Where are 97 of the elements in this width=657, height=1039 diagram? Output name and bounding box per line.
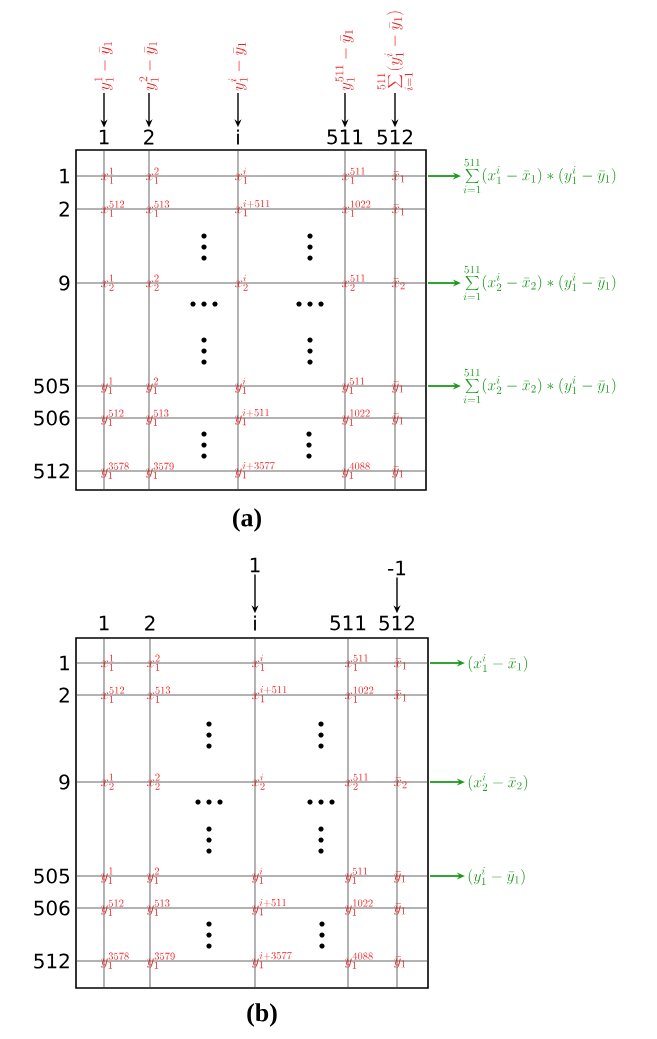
matrix-entry: $\bar{y}_1$	[394, 956, 406, 969]
matrix-entry: $y_1^{4088}$	[342, 462, 370, 479]
matrix-entry: $x_1^{512}$	[101, 686, 125, 703]
matrix-entry: $x_2^{2}$	[146, 274, 159, 291]
matrix-entry: $y_1^{1}$	[101, 867, 113, 884]
matrix-entry: $x_1^{i}$	[235, 167, 248, 184]
matrix-entry: $y_1^{3578}$	[101, 952, 129, 969]
weight-label: -1	[388, 560, 406, 576]
matrix-entry: $\bar{x}_1$	[392, 171, 405, 183]
formula-label: $y_1^{2}-\bar{y}_1$	[139, 41, 159, 91]
matrix-entry: $y_1^{1}$	[101, 377, 113, 394]
matrix-entry: $y_1^{511}$	[345, 867, 368, 884]
row-number: 506	[34, 900, 70, 916]
formula-label: $y_1^{1}-\bar{y}_1$	[94, 41, 114, 91]
matrix-entry: $x_2^{1}$	[101, 274, 114, 291]
matrix-entry: $x_2^{1}$	[101, 773, 114, 790]
matrix-entry: $y_1^{511}$	[342, 377, 365, 394]
formula-label: $\sum_{i=1}^{511}(x_2^{i}-\bar{x}_2)*(y_1^{i}-\bar{y}_1)$	[463, 265, 616, 301]
matrix-entry: $\bar{x}_2$	[394, 777, 407, 789]
matrix-entry: $y_1^{513}$	[146, 409, 169, 426]
panel-label: (b)	[247, 1003, 277, 1027]
matrix-entry: $\bar{x}_2$	[392, 278, 405, 290]
row-number: 2	[59, 687, 69, 703]
matrix-entry: $\bar{x}_1$	[392, 204, 405, 216]
row-number: 9	[59, 774, 70, 790]
matrix-entry: $y_1^{1022}$	[345, 899, 373, 916]
matrix-entry: $\bar{x}_1$	[394, 690, 407, 702]
row-number: 1	[60, 168, 69, 184]
row-number: 9	[59, 275, 70, 291]
matrix-entry: $\bar{x}_1$	[394, 658, 407, 670]
matrix-entry: $x_1^{2}$	[147, 654, 160, 671]
column-number: 1	[99, 129, 109, 145]
matrix-entry: $x_2^{i}$	[252, 773, 265, 790]
row-number: 512	[34, 953, 69, 969]
matrix-entry: $x_1^{512}$	[101, 200, 125, 217]
column-number: i	[254, 615, 256, 631]
panel-label: (a)	[233, 508, 261, 532]
matrix-entry: $x_1^{1}$	[101, 167, 114, 184]
matrix-entry: $y_1^{i}$	[235, 377, 247, 394]
matrix-entry: $x_2^{i}$	[235, 274, 248, 291]
formula-label: $(y_1^{i}-\bar{y}_1)$	[468, 867, 525, 885]
formula-label: $\sum_{i=1}^{511}(x_2^{i}-\bar{x}_2)*(y_1^{i}-\bar{y}_1)$	[463, 368, 616, 404]
matrix-entry: $y_1^{2}$	[146, 377, 158, 394]
matrix-entry: $y_1^{512}$	[101, 899, 124, 916]
matrix-entry: $x_1^{1}$	[101, 654, 114, 671]
column-number: 511	[330, 615, 366, 631]
matrix-entry: $y_1^{513}$	[147, 899, 170, 916]
matrix-entry: $x_2^{2}$	[147, 773, 160, 790]
row-number: 505	[34, 378, 70, 394]
column-number: 2	[145, 615, 155, 631]
column-number: 511	[327, 129, 363, 145]
row-number: 505	[34, 868, 70, 884]
matrix-entry: $x_2^{511}$	[342, 274, 365, 291]
matrix-entry: $x_1^{i+511}$	[252, 686, 287, 703]
matrix-entry: $\bar{y}_1$	[394, 903, 406, 916]
matrix-entry: $x_1^{511}$	[345, 654, 368, 671]
weight-label: 1	[250, 557, 260, 573]
matrix-entry: $x_1^{511}$	[342, 167, 365, 184]
column-number: 1	[99, 615, 109, 631]
matrix-entry: $y_1^{3579}$	[146, 462, 174, 479]
matrix-entry: $\bar{y}_1$	[392, 466, 404, 479]
matrix-entry: $\bar{y}_1$	[394, 871, 406, 884]
matrix-entry: $x_1^{1022}$	[345, 686, 374, 703]
matrix-entry: $y_1^{4088}$	[345, 952, 373, 969]
matrix-entry: $x_1^{513}$	[146, 200, 170, 217]
matrix-entry: $y_1^{3578}$	[101, 462, 129, 479]
matrix-entry: $\bar{y}_1$	[392, 413, 404, 426]
formula-label: $(x_1^{i}-\bar{x}_1)$	[468, 654, 528, 672]
formula-label: $y_1^{511}-\bar{y}_1$	[335, 30, 355, 91]
row-number: 506	[34, 410, 70, 426]
row-number: 2	[59, 201, 69, 217]
matrix-entry: $x_1^{513}$	[147, 686, 171, 703]
matrix-entry: $x_1^{2}$	[146, 167, 159, 184]
matrix-entry: $x_2^{511}$	[345, 773, 368, 790]
matrix-entry: $\bar{y}_1$	[392, 381, 404, 394]
column-number: 512	[379, 615, 414, 631]
matrix-entry: $y_1^{i+3577}$	[235, 461, 275, 479]
matrix-entry: $y_1^{512}$	[101, 409, 124, 426]
formula-label: $\sum_{i=1}^{511}(y_1^{i}-\bar{y}_1)$	[377, 11, 413, 91]
matrix-entry: $y_1^{i+511}$	[235, 409, 269, 426]
column-number: 2	[144, 129, 154, 145]
formula-label: $\sum_{i=1}^{511}(x_1^{i}-\bar{x}_1)*(y_1^{i}-\bar{y}_1)$	[463, 158, 616, 194]
column-number: i	[237, 129, 239, 145]
matrix-entry: $y_1^{i+511}$	[252, 899, 286, 916]
matrix-entry: $y_1^{1022}$	[342, 409, 370, 426]
matrix-entry: $y_1^{3579}$	[147, 952, 175, 969]
column-number: 512	[377, 129, 412, 145]
row-number: 1	[60, 655, 69, 671]
matrix-entry: $y_1^{i}$	[252, 867, 264, 884]
matrix-entry: $x_1^{i+511}$	[235, 200, 270, 217]
formula-label: $y_1^{i}-\bar{y}_1$	[228, 42, 248, 91]
row-number: 512	[34, 463, 69, 479]
matrix-entry: $x_1^{1022}$	[342, 200, 371, 217]
matrix-entry: $x_1^{i}$	[252, 654, 265, 671]
matrix-entry: $y_1^{2}$	[147, 867, 159, 884]
formula-label: $(x_2^{i}-\bar{x}_2)$	[468, 773, 528, 791]
matrix-entry: $y_1^{i+3577}$	[252, 951, 292, 969]
